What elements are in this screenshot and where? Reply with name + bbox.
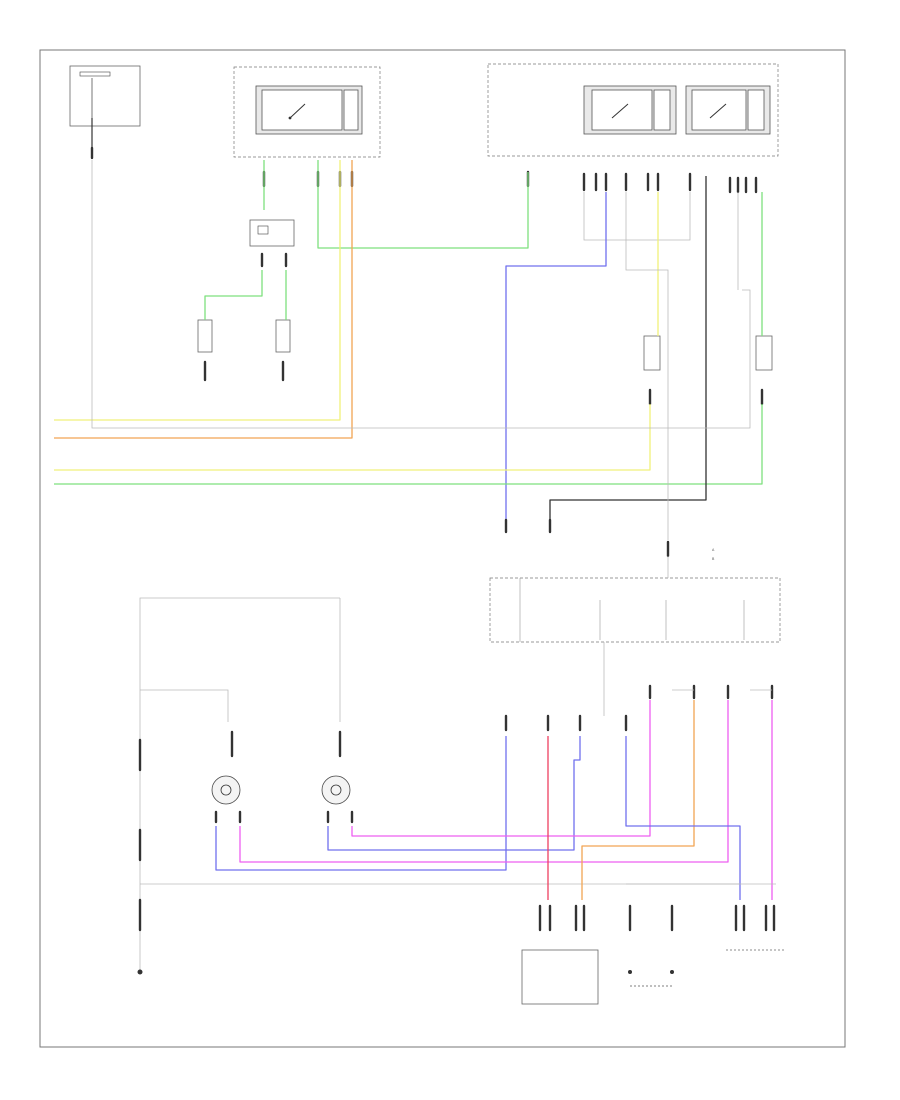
legend-b: B (712, 557, 715, 561)
right-sensor (275, 319, 291, 382)
module-connectors (504, 684, 774, 732)
wire-yellow-1 (54, 160, 341, 421)
control-module (489, 577, 781, 643)
wire-gray-box (583, 192, 691, 241)
wire-gray-2 (625, 192, 669, 540)
wire-orange-2 (581, 700, 695, 900)
wire-green-2 (317, 160, 529, 249)
lamp-right (321, 775, 351, 805)
wire-blue-1 (505, 192, 607, 520)
left-sensor (197, 319, 213, 382)
wire-magenta-2 (351, 700, 651, 837)
wire-dark-1 (549, 176, 707, 520)
fuse-block (69, 65, 141, 160)
wire-gray-ground (139, 597, 340, 970)
device-left-bottom (521, 904, 599, 1005)
relay-contact (288, 116, 292, 120)
relay-module-left (233, 66, 381, 188)
lamp-left (211, 775, 241, 805)
wire-blue-3 (327, 736, 581, 851)
wire-green-6 (54, 404, 763, 485)
switch-small (249, 219, 295, 268)
relay-module-right (487, 63, 779, 194)
wire-gray-3 (91, 160, 751, 429)
legend: A B (712, 548, 715, 561)
device-mid-bottom (628, 904, 674, 987)
wire-blue-4 (625, 736, 741, 900)
ground-terminal (137, 969, 143, 975)
wire-yellow-3 (54, 404, 651, 471)
mid-component-1 (643, 335, 661, 406)
diagram-frame (39, 49, 846, 1048)
wire-orange-1 (54, 160, 353, 439)
device-right-bottom (726, 904, 786, 951)
wire-blue-2 (215, 736, 507, 871)
mid-component-2 (755, 335, 773, 406)
wire-green-3 (204, 270, 263, 320)
wire-magenta-1 (239, 700, 729, 863)
legend-a: A (712, 548, 715, 552)
